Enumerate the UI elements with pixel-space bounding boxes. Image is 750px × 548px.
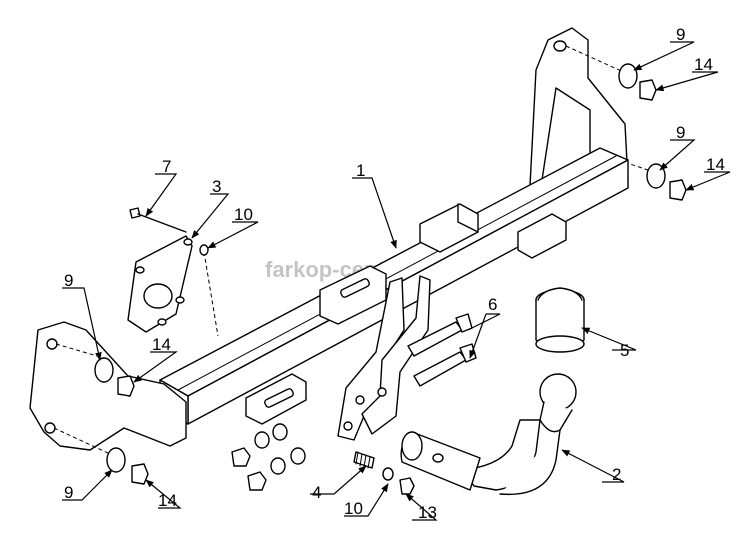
central-mounting-plate <box>337 275 431 441</box>
callout-1: 1 <box>356 161 365 180</box>
callout-3: 3 <box>212 177 221 196</box>
washer-9-left <box>94 357 114 383</box>
callout-14-mid: 14 <box>706 155 725 174</box>
washer-9-top <box>618 63 638 89</box>
callout-7: 7 <box>162 157 171 176</box>
callout-2: 2 <box>612 465 621 484</box>
callout-9-top: 9 <box>676 25 685 44</box>
callout-4: 4 <box>312 483 321 502</box>
nut-14-mid <box>669 179 687 201</box>
callout-14-bottom: 14 <box>158 491 177 510</box>
callout-5: 5 <box>620 341 629 360</box>
callout-9-mid: 9 <box>676 123 685 142</box>
callout-9-left: 9 <box>64 271 73 290</box>
callout-9-bottom: 9 <box>64 483 73 502</box>
nut-13 <box>399 477 415 495</box>
callout-6: 6 <box>488 295 497 314</box>
callout-10-upper: 10 <box>234 205 253 224</box>
washer-10-lower <box>382 467 394 481</box>
crossbar-brackets <box>245 203 567 425</box>
nut-14-bottom <box>131 463 149 485</box>
callout-10-lower: 10 <box>344 499 363 518</box>
callout-leaders <box>62 41 731 521</box>
mounting-plate <box>127 235 193 333</box>
callout-14-top: 14 <box>694 55 713 74</box>
ball-cap-5 <box>535 287 585 353</box>
nut-washer-group <box>231 423 306 491</box>
callout-14-left: 14 <box>152 335 171 354</box>
bolt-7 <box>129 207 219 337</box>
washer-10-upper <box>199 244 209 256</box>
washer-9-bottom <box>106 447 126 473</box>
spring-4 <box>353 451 375 469</box>
nut-14-left <box>117 375 135 397</box>
left-side-bracket <box>29 321 187 455</box>
tow-ball-arm-2 <box>400 373 577 496</box>
callout-13: 13 <box>418 503 437 522</box>
nut-14-top <box>639 79 657 101</box>
